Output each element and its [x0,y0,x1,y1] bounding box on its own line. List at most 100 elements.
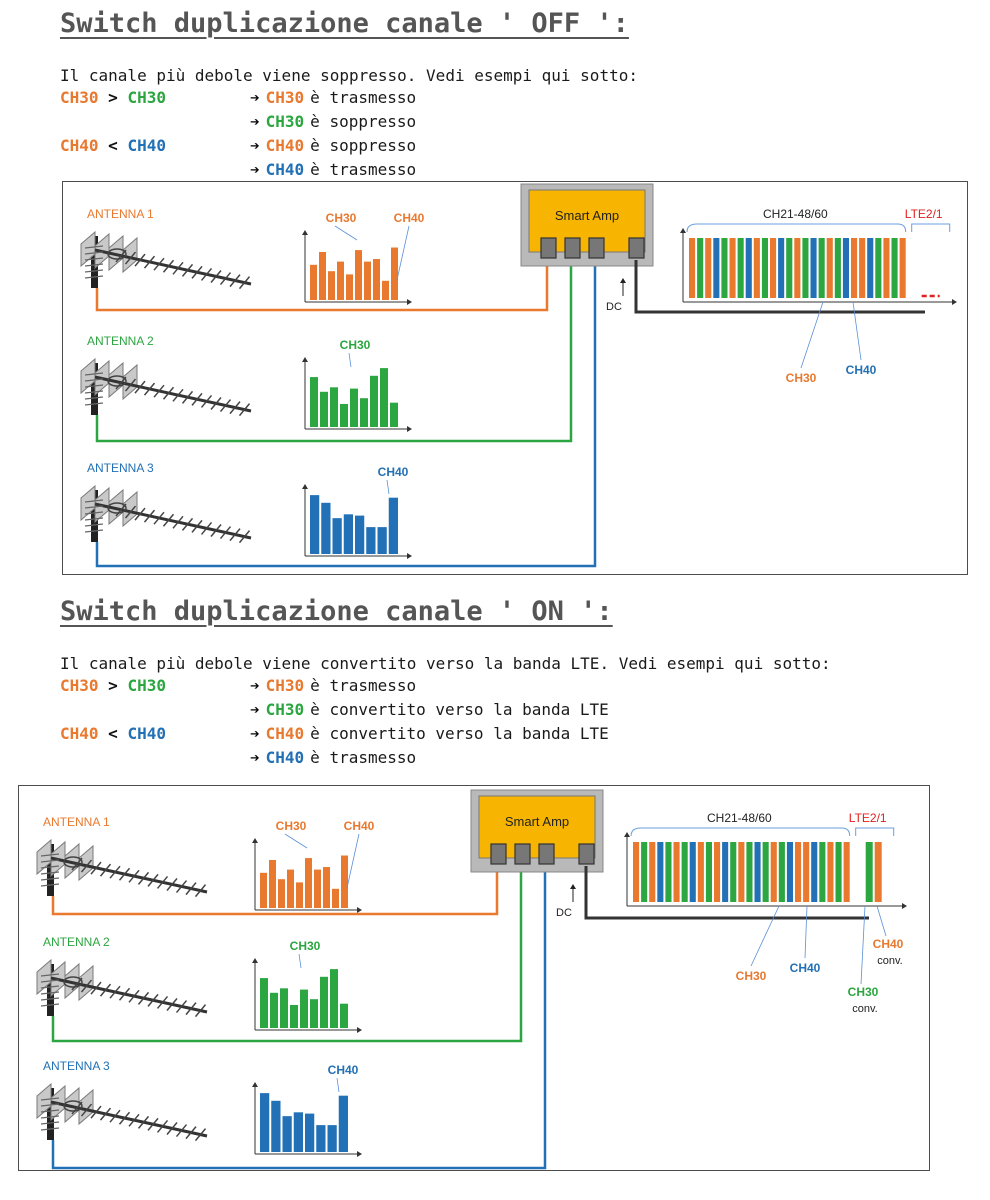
spectrum-bar [729,238,736,298]
rule-comparison-part: > [98,676,128,695]
marker-pointer [298,953,302,969]
antenna-coil [84,245,104,249]
antenna-element [185,1126,197,1140]
antenna-element [200,394,213,408]
antenna-dipole [63,856,83,868]
dc-output-cable [584,866,869,920]
amp-port [538,843,555,865]
antenna-element [137,1115,150,1129]
antenna-coil [40,853,60,857]
antenna-coil [84,378,104,382]
antenna-element [181,263,194,277]
spectrum-x-arrow [902,903,907,909]
rule-description: è trasmesso [310,676,417,695]
antenna-coil [40,1121,60,1125]
signal-chart-bar [287,869,294,908]
spectrum-bar [714,842,721,902]
antenna-element [172,388,184,402]
antenna-element [143,509,156,523]
rule-channel: CH30 [265,88,305,107]
antenna-label: ANTENNA 3 [87,461,154,475]
antenna-coil [84,251,104,255]
arrow-right-icon: ➔ [250,724,260,743]
rule-description: è convertito verso la banda LTE [310,724,609,743]
antenna-coil [84,517,104,521]
conv-marker-sub: conv. [852,1003,877,1015]
antenna-element [194,1004,207,1018]
smart-amp-label: Smart Amp [555,208,619,223]
signal-chart-y-arrow [252,838,258,843]
antenna-element [99,1107,112,1121]
antenna-coil [40,997,60,1001]
dc-arrow-head [620,278,626,283]
antenna-element [162,386,175,400]
signal-chart-bar [391,247,398,300]
signal-chart-bar [314,869,321,908]
antenna-element [147,873,159,887]
antenna-element [200,267,213,281]
channel-marker: CH40 [378,465,409,479]
spectrum-bar [722,842,729,902]
signal-chart-bar [338,1095,348,1152]
antenna-coil [40,871,60,875]
signal-chart-x-arrow [357,1027,362,1033]
intro-on: Il canale più debole viene convertito ve… [60,654,831,673]
spectrum-bar [834,238,841,298]
signal-chart-bar [305,858,312,908]
antenna-element [166,1122,178,1135]
spectrum-bar [673,842,680,902]
antenna-coil [40,1003,60,1007]
spectrum-bar [633,842,640,902]
spectrum-bar [794,238,801,298]
antenna-element [238,276,251,290]
arrow-right-icon: ➔ [250,700,260,719]
antenna-coil [40,859,60,863]
spectrum-bar [657,842,664,902]
spectrum-bar [641,842,648,902]
antenna-group-3: ANTENNA 3 CH40 [80,260,597,568]
lte-bar [865,842,873,902]
antenna-dipole [63,976,83,988]
antenna-element [143,255,156,269]
antenna-element [175,1000,188,1014]
signal-chart-bar [330,387,338,427]
antenna-coil [40,1097,60,1101]
antenna-element [194,1128,207,1142]
smart-amp-label: Smart Amp [505,814,569,829]
signal-chart-bar [260,978,268,1028]
signal-chart-bar [321,502,331,554]
conv-marker-pointer [860,905,866,985]
antenna-coil [40,985,60,989]
antenna-element [118,1111,131,1125]
marker-pointer [336,1077,340,1093]
spectrum-bar [649,842,656,902]
rule-comparison-part: CH30 [127,88,166,107]
arrow-right-icon: ➔ [250,88,260,107]
spectrum-bar [859,238,866,298]
amp-port [588,237,605,259]
antenna-element [191,265,203,279]
rule-comparison-part: CH40 [60,724,99,743]
signal-chart-bar [364,261,371,300]
antenna-element [200,521,213,535]
output-marker-pointer [852,301,862,361]
signal-chart-bar [332,888,339,908]
antenna-element [166,998,178,1011]
antenna-element [90,981,102,995]
signal-chart-y-arrow [302,484,308,489]
antenna-element [124,505,137,519]
antenna-element [137,871,150,885]
antenna-element [162,513,175,527]
arrow-right-icon: ➔ [250,136,260,155]
rule-description: è soppresso [310,112,417,131]
output-marker-pointer [804,905,808,959]
spectrum-bar [795,842,802,902]
signal-chart-bar [310,377,318,427]
rule-description: è trasmesso [310,160,417,179]
signal-chart-bar [332,518,342,554]
band-bracket [686,223,907,233]
